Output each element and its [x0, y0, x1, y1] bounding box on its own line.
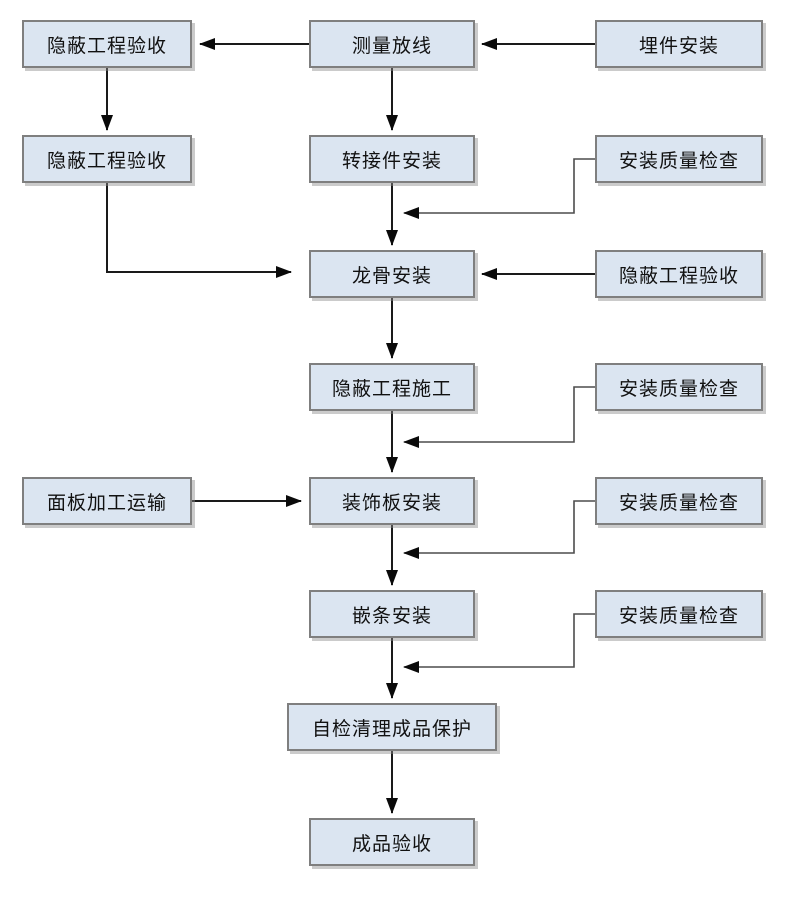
node-decorative-panel-install: 装饰板安装	[309, 477, 475, 525]
node-concealed-work-construction: 隐蔽工程施工	[309, 363, 475, 411]
node-quality-check-2: 安装质量检查	[595, 363, 763, 411]
node-concealed-acceptance-right: 隐蔽工程验收	[595, 250, 763, 298]
edge-quality1-to-keel-line	[403, 158, 595, 219]
node-survey-layout: 测量放线	[309, 20, 475, 68]
node-keel-install: 龙骨安装	[309, 250, 475, 298]
node-quality-check-4: 安装质量检查	[595, 590, 763, 638]
node-concealed-acceptance-left-2: 隐蔽工程验收	[22, 135, 192, 183]
node-panel-processing-transport: 面板加工运输	[22, 477, 192, 525]
edge-quality2-to-decorative-line	[403, 386, 595, 448]
node-quality-check-1: 安装质量检查	[595, 135, 763, 183]
node-finished-product-acceptance: 成品验收	[309, 818, 475, 866]
node-adapter-install: 转接件安装	[309, 135, 475, 183]
node-inlay-strip-install: 嵌条安装	[309, 590, 475, 638]
node-embedded-parts-install: 埋件安装	[595, 20, 763, 68]
edge-quality3-to-inlay-line	[403, 500, 595, 559]
node-concealed-acceptance-top-left: 隐蔽工程验收	[22, 20, 192, 68]
node-self-check-cleanup-protection: 自检清理成品保护	[287, 703, 497, 751]
node-quality-check-3: 安装质量检查	[595, 477, 763, 525]
edge-concealed2-to-keel	[106, 183, 292, 278]
edge-quality4-to-selfcheck-line	[403, 613, 595, 673]
